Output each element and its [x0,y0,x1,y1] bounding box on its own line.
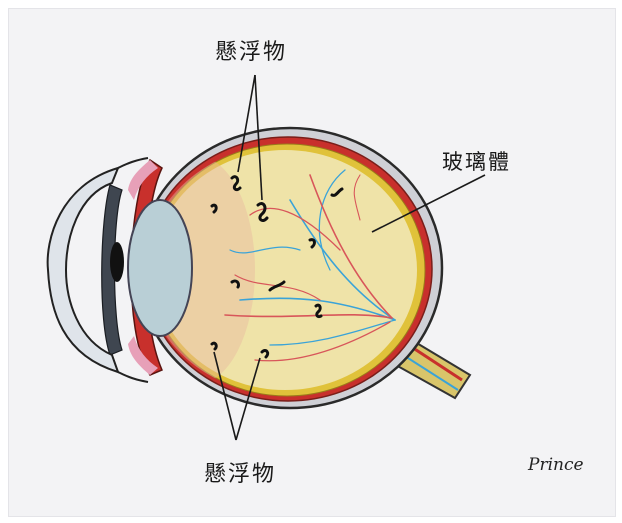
vitreous-label: 玻璃體 [442,146,511,176]
floaters-label-top: 懸浮物 [215,34,287,66]
floaters-label-bottom: 懸浮物 [204,456,276,488]
artist-signature: Prince [528,455,584,475]
pupil [110,242,124,282]
lens [128,200,192,336]
